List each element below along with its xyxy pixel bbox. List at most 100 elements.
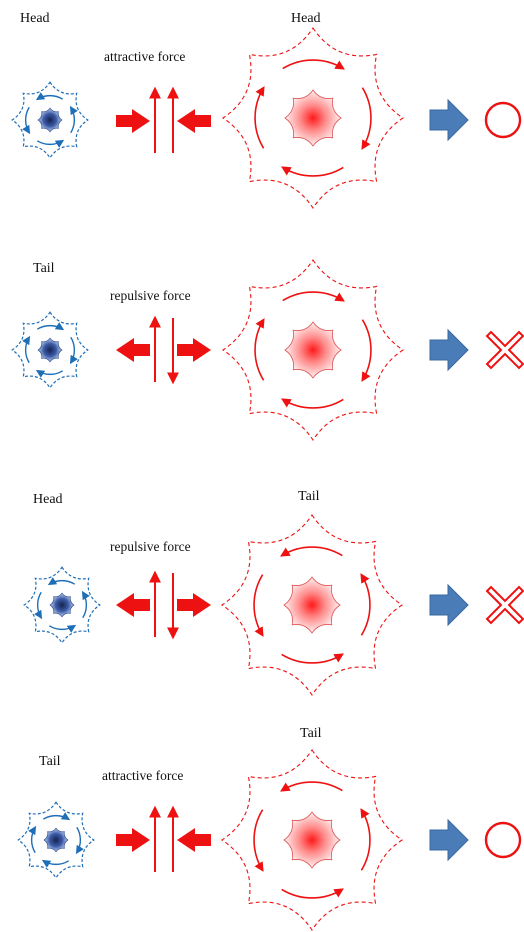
cross-ng-icon — [485, 330, 524, 370]
row-1: Head Head attractive force — [11, 11, 522, 209]
left-label: Tail — [33, 261, 55, 276]
vortex-core — [283, 576, 341, 634]
circulation-arrow — [48, 624, 77, 633]
circulation-arrow — [28, 825, 37, 854]
result-arrow-shape — [429, 98, 469, 142]
vortex-core — [284, 321, 342, 379]
push-left-arrow — [177, 109, 211, 133]
circulation-arrow — [360, 573, 371, 636]
cross-ng-shape — [485, 330, 524, 370]
dashed-boundary — [23, 566, 101, 644]
result-arrow-shape — [429, 583, 469, 627]
circulation-arrow — [69, 105, 78, 134]
push-left-arrow — [116, 338, 150, 362]
vortex-core — [284, 89, 342, 147]
circulation-arrow — [282, 59, 345, 70]
left-label: Head — [20, 11, 50, 26]
force-label: attractive force — [104, 49, 185, 64]
result-arrow — [429, 583, 469, 627]
force-arrows — [116, 570, 211, 640]
circle-ok-shape — [484, 101, 522, 139]
circulation-arrow — [81, 590, 90, 619]
vortex-core — [43, 827, 69, 853]
dashed-boundary — [221, 514, 403, 696]
push-right-arrow — [116, 828, 150, 852]
dashed-boundary — [221, 749, 403, 931]
force-label: repulsive force — [110, 288, 191, 303]
circulation-arrow — [254, 86, 265, 149]
result-arrow-shape — [429, 818, 469, 862]
circulation-arrow — [253, 574, 264, 637]
circulation-arrow — [253, 809, 264, 872]
vortex-core — [283, 811, 341, 869]
push-right-arrow — [116, 109, 150, 133]
circulation-arrow — [280, 546, 343, 557]
push-right-arrow — [177, 593, 211, 617]
force-arrows — [116, 315, 211, 385]
cross-ng-shape — [485, 585, 524, 625]
large-red-vortex — [222, 259, 404, 441]
row-4: Tail Tail attractive force — [17, 726, 522, 931]
left-label: Head — [33, 492, 63, 507]
result-arrow — [429, 328, 469, 372]
vortex-core — [37, 107, 63, 133]
result-arrow-shape — [429, 328, 469, 372]
result-arrow — [429, 98, 469, 142]
circulation-arrow — [281, 653, 344, 664]
cross-ng-icon — [485, 585, 524, 625]
row-2: Tail repulsive force — [11, 259, 524, 441]
vortex-core — [37, 337, 63, 363]
circulation-arrow — [75, 826, 84, 855]
dashed-boundary — [17, 801, 95, 879]
circle-ok-icon — [484, 821, 522, 859]
circulation-arrow — [69, 336, 78, 365]
dashed-boundary — [222, 259, 404, 441]
row-3: Head Tail repulsive force — [23, 489, 524, 696]
circulation-arrow — [360, 808, 371, 871]
small-blue-vortex — [23, 566, 101, 644]
small-blue-vortex — [17, 801, 95, 879]
push-left-arrow — [116, 593, 150, 617]
circulation-arrow — [35, 369, 64, 378]
circle-ok-shape — [484, 821, 522, 859]
circulation-arrow — [361, 319, 372, 382]
right-label: Tail — [298, 489, 320, 504]
dashed-boundary — [11, 81, 89, 159]
circulation-arrow — [281, 888, 344, 899]
force-label: repulsive force — [110, 539, 191, 554]
small-blue-vortex — [11, 81, 89, 159]
large-red-vortex — [221, 514, 403, 696]
right-label: Tail — [300, 726, 322, 741]
force-label: attractive force — [102, 768, 183, 783]
left-label: Tail — [39, 754, 61, 769]
dashed-boundary — [11, 311, 89, 389]
force-arrows — [116, 805, 211, 872]
small-blue-vortex — [11, 311, 89, 389]
vortex-core — [49, 592, 75, 618]
circulation-arrow — [281, 166, 344, 177]
right-label: Head — [291, 11, 321, 26]
push-right-arrow — [177, 338, 211, 362]
force-arrows — [116, 86, 211, 153]
circulation-arrow — [36, 322, 65, 331]
circulation-arrow — [34, 591, 43, 620]
circulation-arrow — [22, 335, 31, 364]
circulation-arrow — [282, 291, 345, 302]
dashed-boundary — [222, 27, 404, 209]
circulation-arrow — [361, 87, 372, 150]
circulation-arrow — [281, 398, 344, 409]
circulation-arrow — [41, 859, 70, 868]
circulation-arrow — [42, 812, 71, 821]
circulation-arrow — [47, 577, 76, 586]
circulation-arrow — [254, 318, 265, 381]
circulation-arrow — [22, 106, 31, 135]
circulation-arrow — [280, 781, 343, 792]
push-left-arrow — [177, 828, 211, 852]
large-red-vortex — [221, 749, 403, 931]
result-arrow — [429, 818, 469, 862]
circulation-arrow — [35, 92, 64, 101]
circle-ok-icon — [484, 101, 522, 139]
large-red-vortex — [222, 27, 404, 209]
circulation-arrow — [36, 139, 65, 148]
